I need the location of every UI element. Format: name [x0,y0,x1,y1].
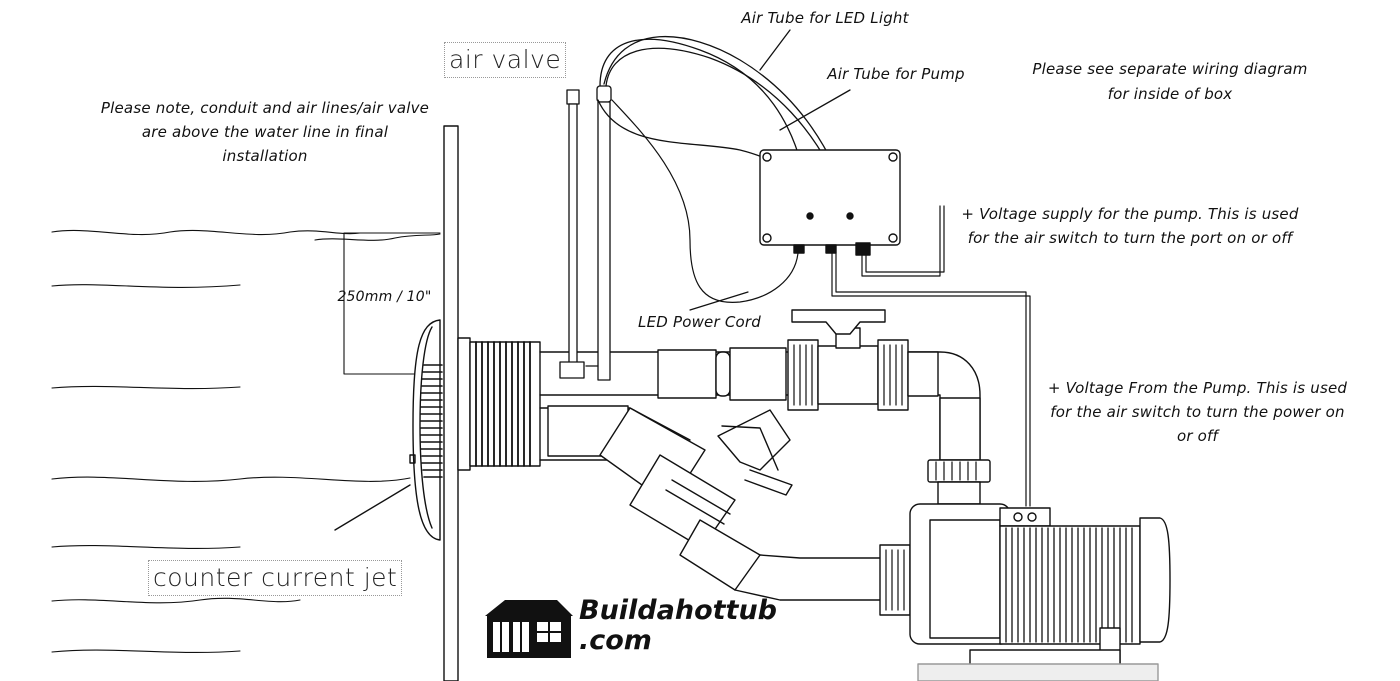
voltage-supply-line1: + Voltage supply for the pump. This is u… [961,205,1299,223]
brand-name: Buildahottub [579,595,777,626]
wiring [611,99,1031,507]
wiring-note-line2: for inside of box [1107,85,1233,103]
elbow-to-pump [907,351,991,505]
brand-logo: Buildahottub .com [483,596,777,660]
voltage-supply-line2: for the air switch to turn the port on o… [967,229,1293,247]
voltage-from-pump-line3: or off [1176,427,1219,445]
wiring-note-line1: Please see separate wiring diagram [1032,60,1308,78]
air-valve-label: air valve [444,42,567,78]
counter-current-jet-label: counter current jet [148,560,403,596]
voltage-from-pump-line1: + Voltage From the Pump. This is used [1047,379,1348,397]
air-tube-led-label: Air Tube for LED Light [741,9,909,27]
pump [909,503,1171,681]
shed-logo-icon [485,600,573,658]
brand-domain: .com [579,625,652,656]
conduit-note-line3: installation [222,147,308,165]
conduit-note-line1: Please note, conduit and air lines/air v… [100,99,430,117]
depth-dimension [343,232,441,375]
led-power-cord-label: LED Power Cord [638,313,761,331]
lower-pipe [539,405,911,616]
air-tubes [559,29,853,381]
conduit-note-line2: are above the water line in final [141,123,389,141]
ball-valve [787,309,909,411]
air-tube-pump-label: Air Tube for Pump [827,65,965,83]
jet-face [334,319,443,541]
depth-label: 250mm / 10" [337,289,432,305]
control-box [759,149,901,256]
upper-pipe [539,347,791,401]
pool-wall [443,125,459,681]
water-lines [51,229,441,654]
voltage-from-pump-line2: for the air switch to turn the power on [1050,403,1345,421]
jet-body [457,337,541,471]
